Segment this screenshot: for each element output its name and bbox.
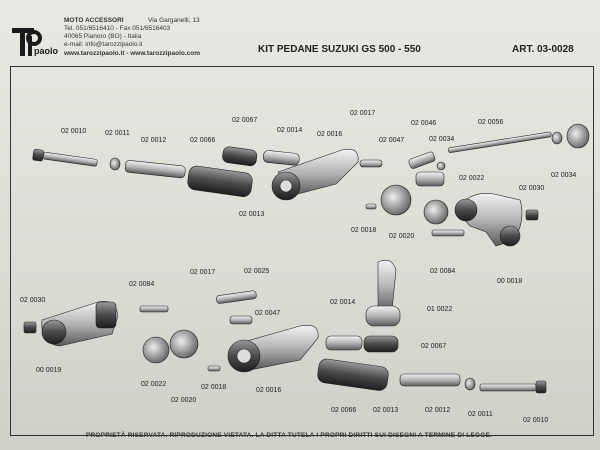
part-label: 02 0011	[105, 130, 130, 137]
bracket-part	[454, 193, 523, 247]
link-part	[408, 151, 436, 169]
part-label: 02 0018	[201, 384, 227, 391]
logo-text: paolo	[34, 46, 58, 56]
part-label: 02 0066	[331, 407, 357, 414]
plate-part	[380, 184, 412, 216]
lower-assembly	[23, 259, 547, 394]
peg-arm-part	[227, 324, 319, 373]
spacer-part	[399, 373, 461, 387]
part-label: 02 0013	[239, 211, 265, 218]
part-label: 02 0046	[411, 120, 437, 127]
pin-part	[207, 365, 221, 372]
part-label: 02 0034	[551, 172, 577, 179]
nut-part	[525, 209, 539, 221]
washer-part	[109, 157, 121, 171]
spring-part	[187, 165, 253, 197]
spring-small-part	[222, 146, 258, 167]
part-label: 02 0018	[351, 227, 377, 234]
part-label: 02 0047	[379, 137, 405, 144]
company-logo	[12, 28, 42, 56]
bolt-part	[139, 305, 169, 313]
washer-part	[464, 377, 476, 391]
lever-part	[365, 259, 401, 327]
ball-part	[436, 161, 446, 171]
bracket-part	[41, 301, 119, 347]
part-label: 02 0014	[330, 299, 356, 306]
part-label: 02 0016	[317, 131, 343, 138]
bolt-part	[431, 229, 465, 237]
upper-assembly	[32, 123, 590, 247]
part-label: 02 0017	[350, 110, 376, 117]
part-label: 02 0056	[478, 119, 504, 126]
part-label: 02 0084	[430, 268, 456, 275]
spacer-part	[262, 150, 300, 166]
knob-part	[551, 123, 590, 149]
part-label: 02 0067	[421, 343, 447, 350]
part-label: 02 0030	[20, 297, 46, 304]
spring-part	[317, 358, 389, 391]
pin-part	[365, 203, 377, 210]
link-part	[229, 315, 253, 325]
part-label: 00 0018	[497, 278, 523, 285]
company-email: e-mail: info@tarozzipaolo.it	[64, 41, 143, 48]
document-title: KIT PEDANE SUZUKI GS 500 - 550	[258, 44, 421, 55]
company-city: 40065 Pianoro (BO) - Italia	[64, 33, 142, 40]
article-number: ART. 03-0028	[512, 44, 574, 55]
part-label: 02 0025	[244, 268, 270, 275]
part-label: 02 0010	[523, 417, 549, 424]
part-label: 02 0012	[425, 407, 451, 414]
part-label: 02 0014	[277, 127, 303, 134]
company-web: www.tarozzipaolo.it - www.tarozzipaolo.c…	[64, 50, 201, 57]
part-label: 02 0034	[429, 136, 455, 143]
plate-part	[169, 329, 199, 359]
part-label: 02 0030	[519, 185, 545, 192]
company-street: Via Garganelli, 13	[148, 17, 200, 24]
rod-part	[447, 131, 552, 153]
part-label: 02 0010	[61, 128, 87, 135]
part-label: 02 0067	[232, 117, 258, 124]
company-phone: Tel. 051/6516410 - Fax 051/6516403	[64, 25, 171, 32]
plate-part	[423, 199, 449, 225]
part-label: 00 0019	[36, 367, 62, 374]
company-name: MOTO ACCESSORI	[64, 17, 124, 24]
part-label: 02 0020	[389, 233, 415, 240]
spring-small-part	[363, 335, 399, 353]
pin-part	[359, 159, 383, 168]
part-label: 02 0017	[190, 269, 216, 276]
bolt-part	[32, 148, 98, 167]
nut-part	[23, 321, 37, 334]
link-part	[415, 171, 445, 187]
peg-arm-part	[271, 148, 359, 201]
spacer-part	[325, 335, 363, 351]
part-label: 02 0012	[141, 137, 167, 144]
part-label: 02 0022	[459, 175, 485, 182]
drawing-frame	[10, 66, 594, 436]
spacer-part	[124, 160, 186, 179]
part-label: 02 0013	[373, 407, 399, 414]
part-label: 02 0047	[255, 310, 281, 317]
bolt-part	[479, 380, 547, 394]
part-label: 02 0066	[190, 137, 216, 144]
part-label: 02 0020	[171, 397, 197, 404]
part-label: 02 0084	[129, 281, 155, 288]
copyright-notice: PROPRIETÀ RISERVATA. RIPRODUZIONE VIETAT…	[86, 432, 492, 439]
part-label: 02 0011	[468, 411, 493, 418]
plate-part	[142, 336, 170, 364]
part-label: 02 0022	[141, 381, 167, 388]
link-part	[216, 290, 257, 304]
part-label: 01 0022	[427, 306, 453, 313]
part-label: 02 0016	[256, 387, 282, 394]
